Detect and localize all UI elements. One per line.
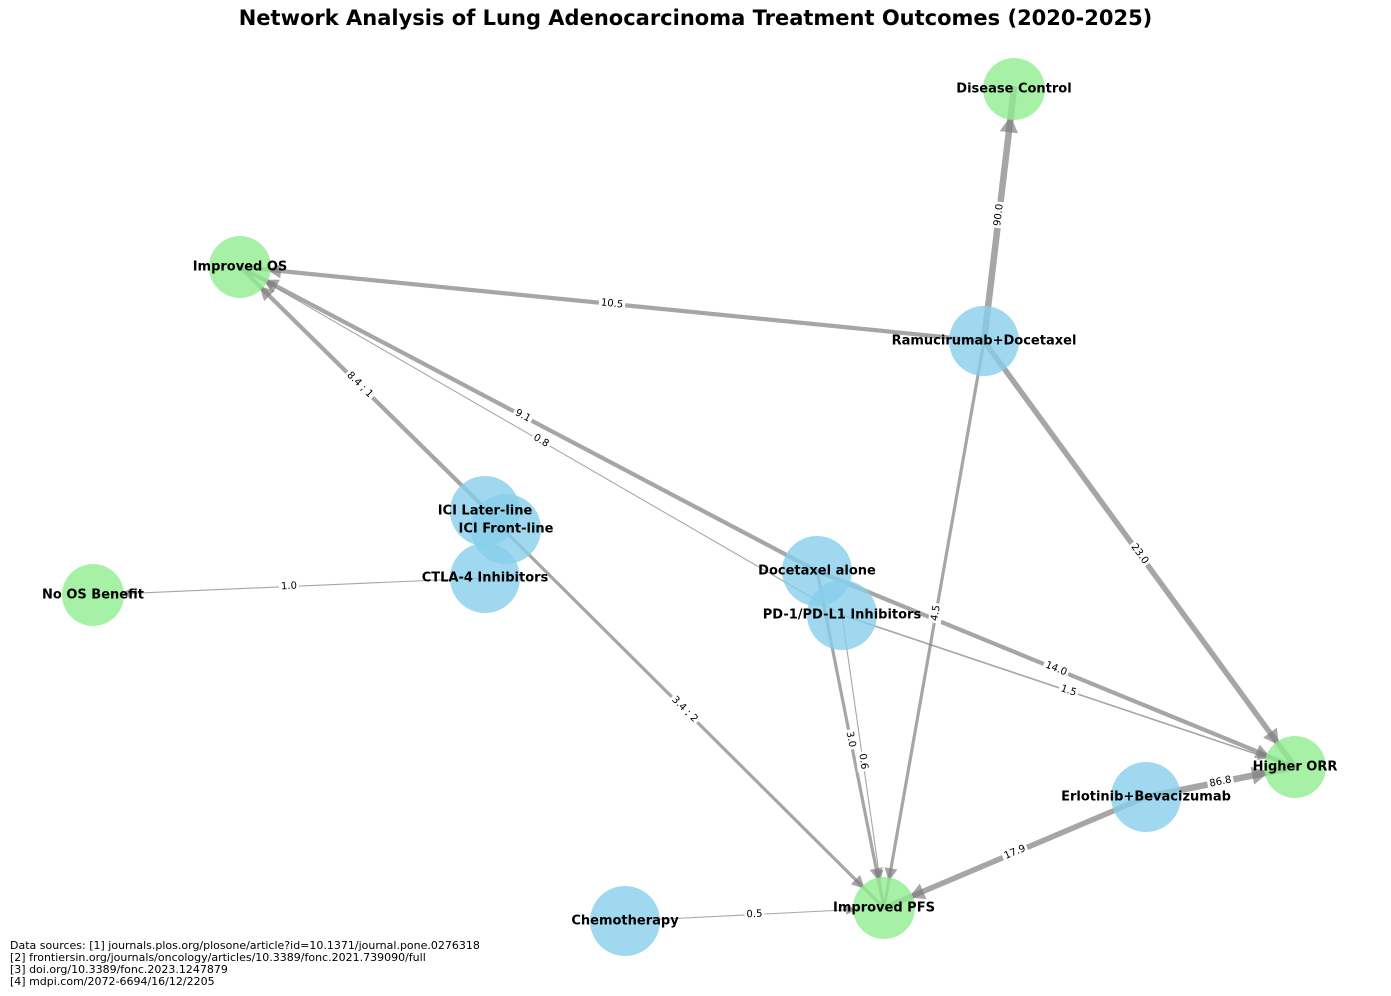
edge-label-group: 90.0 (990, 201, 1008, 229)
node-pd1 (807, 580, 877, 650)
edge-label: 3.0 (844, 731, 858, 749)
edge-label-background (855, 750, 871, 773)
edge-label-group: 1.5 (1056, 681, 1081, 701)
edge-label-background (510, 405, 535, 427)
node-label-ici_front: ICI Front-line (459, 522, 554, 537)
node-label-ramucirumab: Ramucirumab+Docetaxel (892, 334, 1077, 349)
page-title: Network Analysis of Lung Adenocarcinoma … (238, 6, 1153, 30)
edge-label-background (842, 728, 859, 751)
node-label-chemo: Chemotherapy (571, 914, 679, 929)
edge-ramucirumab-improved_pfs (882, 339, 986, 910)
node-label-improved_os: Improved OS (193, 260, 288, 275)
node-label-improved_pfs: Improved PFS (833, 901, 935, 916)
edge-arrow-pd1-improved_pfs (873, 869, 884, 882)
node-label-higher_orr: Higher ORR (1253, 760, 1338, 775)
edge-label: 4.5 (929, 604, 943, 622)
edge-label: 86.8 (1209, 774, 1233, 789)
node-higher_orr (1264, 736, 1326, 798)
node-erlotinib (1111, 762, 1181, 832)
edge-labels-layer: 90.010.523.04.58.4 ; 13.4 ; 29.114.00.81… (278, 201, 1235, 922)
edge-label: 10.5 (600, 297, 623, 310)
edge-label-background (342, 367, 378, 403)
node-improved_os (209, 236, 271, 298)
edge-label-background (529, 430, 553, 452)
edge-label-group: 14.0 (1041, 658, 1071, 680)
node-label-erlotinib: Erlotinib+Bevacizumab (1061, 790, 1231, 805)
source-line: [3] doi.org/10.3389/fonc.2023.1247879 (10, 963, 228, 976)
node-ctla4 (450, 543, 520, 613)
node-label-pd1: PD-1/PD-L1 Inhibitors (763, 608, 922, 623)
source-line: Data sources: [1] journals.plos.org/plos… (10, 939, 480, 952)
edge-label-group: 17.9 (1000, 841, 1030, 864)
node-no_os (62, 564, 124, 626)
edge-label: 1.5 (1059, 683, 1078, 698)
edge-arrow-ramucirumab-higher_orr (1263, 727, 1280, 746)
edge-label: 1.0 (281, 581, 297, 593)
edge-arrow-ramucirumab-disease_control (999, 115, 1018, 134)
node-label-ctla4: CTLA-4 Inhibitors (422, 571, 549, 586)
edge-label: 8.4 ; 1 (344, 370, 375, 400)
edge-label-background (990, 201, 1008, 229)
edge-label-group: 1.0 (278, 579, 300, 594)
edge-label: 0.6 (856, 753, 869, 770)
edge-label-background (667, 692, 702, 727)
edge-label-group: 0.6 (855, 750, 871, 773)
node-label-no_os: No OS Benefit (42, 588, 144, 603)
edge-label-group: 10.5 (598, 296, 626, 312)
node-disease_control (983, 58, 1045, 120)
edge-arrow-ctla4-no_os (119, 588, 132, 599)
edge-label-background (927, 602, 945, 625)
edge-arrow-ici_later-improved_pfs (850, 874, 865, 889)
edge-label-background (1206, 773, 1235, 791)
edge-label-group: 8.4 ; 1 (342, 367, 378, 403)
node-chemo (590, 886, 660, 956)
edge-label-background (744, 907, 765, 922)
edge-label: 90.0 (992, 203, 1006, 226)
edge-label-group: 86.8 (1206, 773, 1235, 791)
edge-label-background (1000, 841, 1030, 864)
edge-label-group: 3.0 (842, 728, 859, 751)
node-improved_pfs (853, 877, 915, 939)
edge-arrow-erlotinib-improved_pfs (908, 883, 927, 900)
edge-label-group: 0.8 (529, 430, 553, 452)
edge-label-group: 0.5 (744, 907, 765, 922)
nodes-layer (62, 58, 1326, 956)
source-line: [4] mdpi.com/2072-6694/16/12/2205 (10, 975, 215, 988)
edge-arrow-erlotinib-higher_orr (1250, 766, 1269, 785)
node-label-ici_later: ICI Later-line (438, 504, 533, 519)
edge-label-group: 9.1 (510, 405, 535, 427)
node-label-docetaxel: Docetaxel alone (758, 564, 876, 579)
edge-label-background (1056, 681, 1081, 701)
edge-arrow-ramucirumab-improved_os (266, 263, 282, 279)
edge-label-background (598, 296, 626, 312)
node-label-disease_control: Disease Control (956, 82, 1071, 97)
edge-label: 3.4 ; 2 (669, 694, 699, 724)
edge-label: 0.5 (746, 909, 762, 921)
edge-label-group: 3.4 ; 2 (667, 692, 702, 727)
edge-label-background (1126, 539, 1153, 569)
edge-arrow-chemo-improved_pfs (845, 905, 858, 915)
edge-label-group: 4.5 (927, 602, 945, 625)
source-line: [2] frontiersin.org/journals/oncology/ar… (10, 951, 426, 964)
edge-label-background (1041, 658, 1071, 680)
node-ramucirumab (949, 306, 1019, 376)
edge-label-background (278, 579, 300, 594)
data-sources: Data sources: [1] journals.plos.org/plos… (10, 940, 480, 988)
